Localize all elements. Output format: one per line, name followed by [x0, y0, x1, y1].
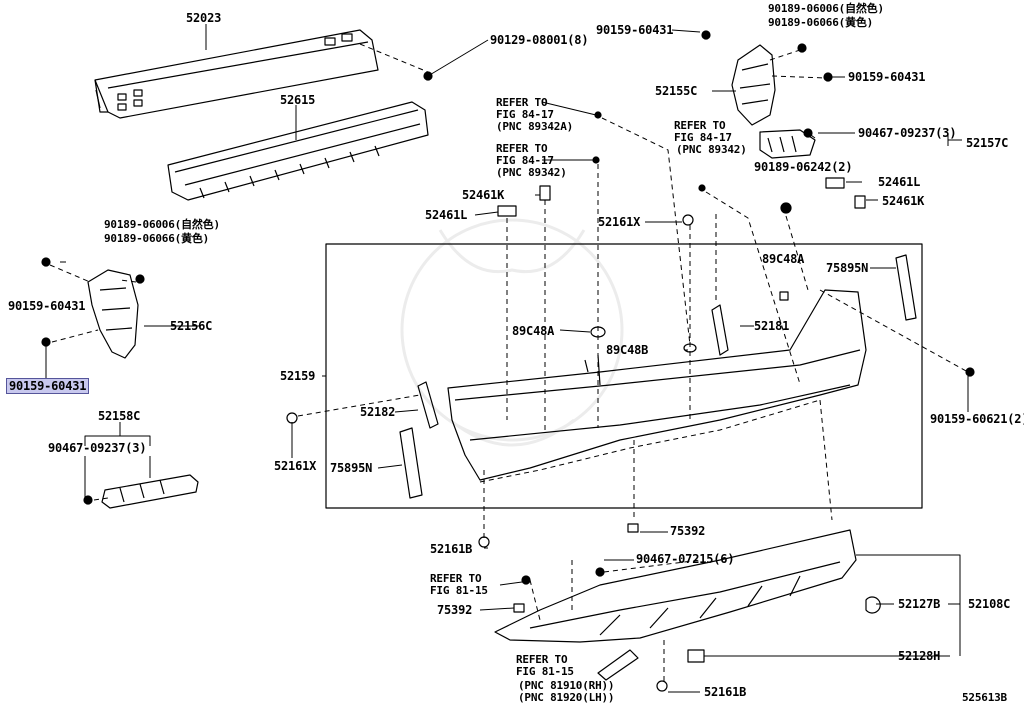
- part-52159-bumper-cover: [447, 289, 867, 481]
- refer-fig-label-3[interactable]: FIG 84-17: [674, 131, 732, 144]
- label-90189-06242[interactable]: 90189-06242(2): [754, 160, 853, 174]
- label-52128H[interactable]: 52128H: [898, 649, 941, 663]
- label-52158C[interactable]: 52158C: [98, 409, 141, 423]
- refer-to-label-2: REFER TO: [496, 142, 548, 155]
- label-52155C[interactable]: 52155C: [655, 84, 698, 98]
- label-90189-06066-top[interactable]: 90189-06066(黄色): [768, 16, 874, 29]
- part-52127B-cap: [865, 596, 881, 614]
- refer-to-label-1: REFER TO: [496, 96, 548, 109]
- part-89C48A-seal-right: [779, 291, 789, 301]
- refer-pnc-label-5a: (PNC 81910(RH)): [518, 679, 615, 692]
- diagram-code: 525613B: [962, 691, 1007, 704]
- watermark-logo: [400, 218, 624, 447]
- label-52461L-left[interactable]: 52461L: [425, 208, 468, 222]
- label-90189-06006-left[interactable]: 90189-06006(自然色): [104, 218, 220, 231]
- label-52161B-lower[interactable]: 52161B: [704, 685, 747, 699]
- label-52127B[interactable]: 52127B: [898, 597, 941, 611]
- part-52461L-pad-left: [497, 205, 517, 217]
- label-75392-lower[interactable]: 75392: [437, 603, 473, 617]
- label-90129-08001[interactable]: 90129-08001(8): [490, 33, 589, 47]
- label-52108C[interactable]: 52108C: [968, 597, 1011, 611]
- label-52161X-top[interactable]: 52161X: [598, 215, 641, 229]
- label-90467-09237-left[interactable]: 90467-09237(3): [48, 441, 147, 455]
- label-90159-60621[interactable]: 90159-60621(2): [930, 412, 1024, 426]
- label-52157C[interactable]: 52157C: [966, 136, 1009, 150]
- part-52461K-pad-right: [854, 195, 866, 209]
- label-75392-upper[interactable]: 75392: [670, 524, 706, 538]
- part-52158C-bracket: [101, 474, 199, 509]
- dashed-lines: [49, 43, 969, 684]
- label-90189-06066-left[interactable]: 90189-06066(黄色): [104, 232, 210, 245]
- label-52182[interactable]: 52182: [360, 405, 396, 419]
- label-52181[interactable]: 52181: [754, 319, 790, 333]
- assembly-frame: [325, 243, 923, 509]
- label-75895N-left[interactable]: 75895N: [330, 461, 373, 475]
- part-75895N-strip-right: [895, 254, 917, 321]
- part-52157C-bracket: [759, 129, 816, 159]
- label-90467-09237-right[interactable]: 90467-09237(3): [858, 126, 957, 140]
- part-52461K-pad-left: [539, 185, 551, 201]
- refer-to-label-3: REFER TO: [674, 119, 726, 132]
- label-89C48A-right[interactable]: 89C48A: [762, 252, 805, 266]
- refer-pnc-label-2: (PNC 89342): [496, 166, 567, 179]
- part-52023-reinforcement: [94, 29, 379, 119]
- label-52461K-right[interactable]: 52461K: [882, 194, 925, 208]
- refer-fig-label-1[interactable]: FIG 84-17: [496, 108, 554, 121]
- label-52023[interactable]: 52023: [186, 11, 222, 25]
- part-52461L-pad-right: [825, 177, 845, 189]
- part-75392-clip-upper: [627, 523, 639, 533]
- label-90189-06006-top[interactable]: 90189-06006(自然色): [768, 2, 884, 15]
- label-90467-07215[interactable]: 90467-07215(6): [636, 552, 735, 566]
- label-89C48A-left[interactable]: 89C48A: [512, 324, 555, 338]
- label-90159-60431-left[interactable]: 90159-60431: [8, 299, 86, 313]
- part-molding: [597, 649, 639, 681]
- label-90159-60431-top[interactable]: 90159-60431: [596, 23, 674, 37]
- refer-fig-label-4[interactable]: FIG 81-15: [430, 584, 488, 597]
- refer-pnc-label-1: (PNC 89342A): [496, 120, 574, 133]
- part-52128H-cap: [687, 649, 705, 663]
- label-52159[interactable]: 52159: [280, 369, 316, 383]
- label-52156C[interactable]: 52156C: [170, 319, 213, 333]
- label-90159-60431-selected[interactable]: 90159-60431: [6, 378, 90, 394]
- part-75392-clip: [513, 603, 525, 613]
- refer-fig-label-2[interactable]: FIG 84-17: [496, 154, 554, 167]
- label-52615[interactable]: 52615: [280, 93, 316, 107]
- label-52461L-right[interactable]: 52461L: [878, 175, 921, 189]
- refer-pnc-label-5b: (PNC 81920(LH)): [518, 691, 615, 704]
- refer-fig-label-5[interactable]: FIG 81-15: [516, 665, 574, 678]
- part-52156C-bracket: [87, 269, 139, 359]
- label-52461K-left[interactable]: 52461K: [462, 188, 505, 202]
- refer-to-label-5: REFER TO: [516, 653, 568, 666]
- label-75895N-right[interactable]: 75895N: [826, 261, 869, 275]
- label-52161B-upper[interactable]: 52161B: [430, 542, 473, 556]
- part-75895N-strip-left: [399, 427, 423, 499]
- part-52108C-spoiler: [494, 529, 857, 643]
- refer-to-label-4: REFER TO: [430, 572, 482, 585]
- label-90159-60431-right[interactable]: 90159-60431: [848, 70, 926, 84]
- part-52615-absorber: [167, 101, 429, 201]
- label-52161X-left[interactable]: 52161X: [274, 459, 317, 473]
- refer-pnc-label-3: (PNC 89342): [676, 143, 747, 156]
- part-52155C-bracket: [731, 44, 776, 126]
- label-89C48B[interactable]: 89C48B: [606, 343, 649, 357]
- part-52182-retainer: [417, 381, 439, 429]
- part-52181-retainer: [711, 304, 729, 356]
